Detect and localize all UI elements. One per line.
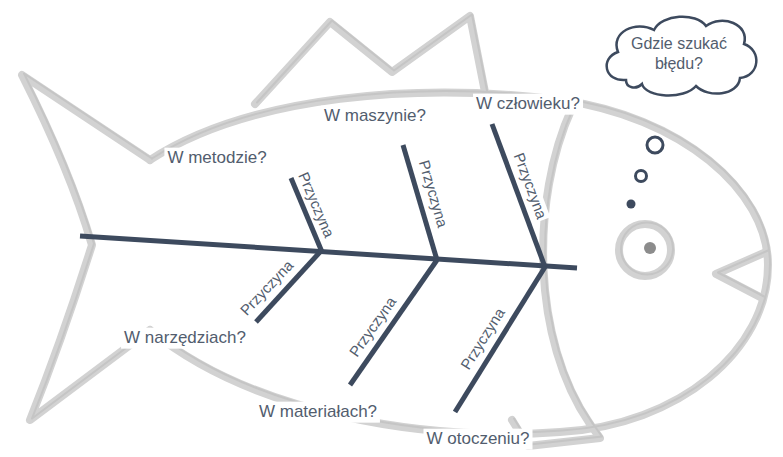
cloud-shape	[607, 17, 757, 96]
thought-cloud: Gdzie szukać błędu?	[596, 10, 762, 98]
cloud-content: Gdzie szukać błędu?	[596, 10, 762, 98]
fish-pupil	[644, 242, 656, 254]
bone-line	[350, 260, 437, 385]
fish-outline-main	[22, 16, 768, 446]
category-label: W człowieku?	[473, 94, 583, 115]
spine	[80, 236, 577, 268]
bone-line	[455, 267, 545, 412]
thought-bubble	[627, 200, 636, 209]
cause-label: Przyczyna	[510, 149, 551, 223]
category-label: W metodzie?	[164, 148, 269, 169]
cause-label: Przyczyna	[457, 304, 510, 375]
category-label: W materiałach?	[256, 402, 380, 423]
cloud-outline	[596, 10, 762, 98]
category-label: W narzędziach?	[121, 328, 249, 349]
cloud-text: Gdzie szukać błędu?	[623, 34, 735, 74]
fish-outline-sketch	[24, 15, 770, 445]
cause-label: Przyczyna	[415, 157, 451, 232]
category-label: W maszynie?	[321, 106, 429, 127]
thought-bubble	[636, 171, 647, 182]
thought-bubble	[647, 137, 663, 153]
cause-label: Przyczyna	[236, 256, 298, 321]
fish-outline-sketch-line	[24, 15, 770, 445]
fish-outline	[22, 16, 768, 446]
category-label: W otoczeniu?	[424, 429, 533, 450]
cause-label: Przyczyna	[294, 168, 338, 242]
cause-label: Przyczyna	[345, 292, 401, 361]
fishbone-lines	[80, 124, 577, 412]
